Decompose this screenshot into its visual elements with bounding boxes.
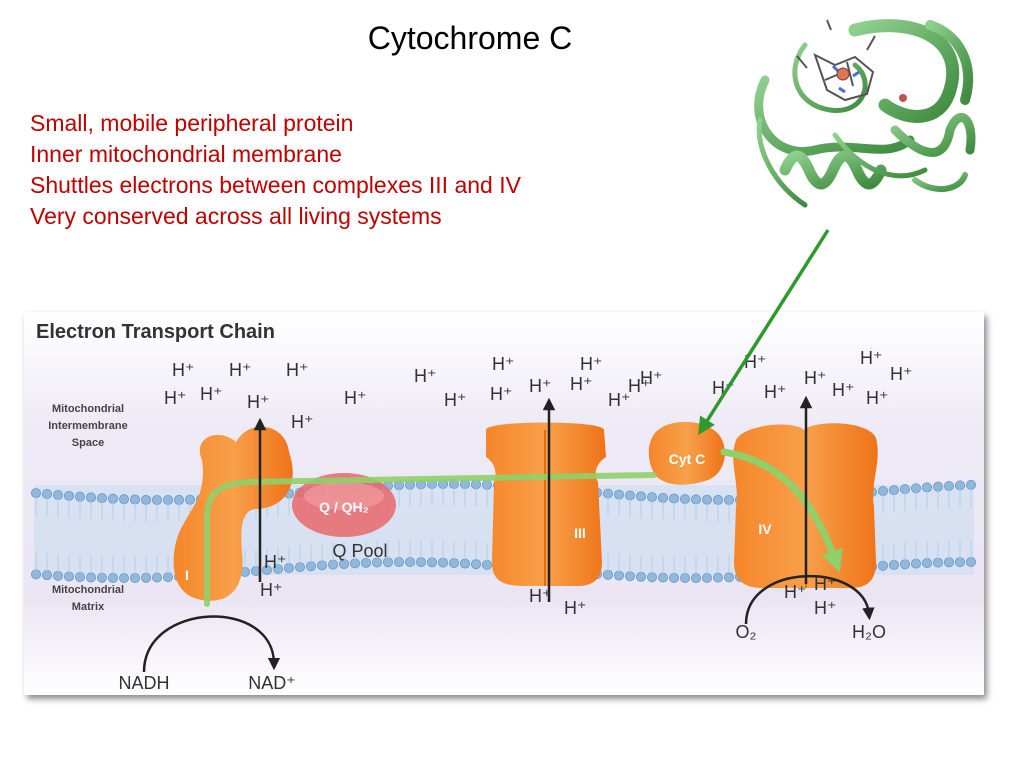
proton-label: H⁺ — [344, 388, 367, 408]
proton-label: H⁺ — [286, 360, 309, 380]
q-pool-label: Q Pool — [332, 541, 387, 561]
proton-label: H⁺ — [444, 390, 467, 410]
intermembrane-label-line2: Intermembrane — [48, 420, 127, 432]
proton-label: H⁺ — [804, 368, 827, 388]
proton-label: H⁺ — [529, 376, 552, 396]
proton-label: H⁺ — [890, 364, 913, 384]
diagram-title: Electron Transport Chain — [36, 321, 275, 343]
h2o-label: H₂O — [852, 622, 886, 642]
bullet-item: Shuttles electrons between complexes III… — [30, 172, 521, 198]
proton-label: H⁺ — [492, 354, 515, 374]
intermembrane-label-line1: Mitochondrial — [52, 403, 124, 415]
nadh-label: NADH — [118, 673, 169, 693]
o2-label: O₂ — [736, 622, 757, 642]
proton-label: H⁺ — [832, 380, 855, 400]
electron-flow-path-to-iv — [720, 448, 843, 573]
proton-label: H⁺ — [860, 348, 883, 368]
proton-label: H⁺ — [164, 388, 187, 408]
proton-labels: H⁺H⁺H⁺H⁺H⁺H⁺H⁺H⁺H⁺H⁺H⁺H⁺H⁺H⁺H⁺H⁺H⁺H⁺H⁺H⁺… — [164, 348, 913, 618]
proton-label: H⁺ — [744, 352, 767, 372]
bullet-item: Inner mitochondrial membrane — [30, 141, 342, 167]
proton-label: H⁺ — [764, 382, 787, 402]
electron-flow-path — [204, 472, 657, 607]
proton-label: H⁺ — [264, 552, 287, 572]
complex-iii-label: III — [574, 525, 586, 541]
proton-label: H⁺ — [712, 378, 735, 398]
proton-label: H⁺ — [608, 390, 631, 410]
cyt-c-label: Cyt C — [669, 451, 706, 467]
complex-i-label: I — [185, 567, 189, 583]
proton-label: H⁺ — [640, 368, 663, 388]
proton-label: H⁺ — [229, 360, 252, 380]
cytochrome-c-structure-image — [754, 19, 976, 208]
proton-label: H⁺ — [570, 374, 593, 394]
oxygen-reaction-arrow — [744, 575, 875, 625]
slide-title: Cytochrome C — [367, 20, 573, 56]
cytochrome-c-protein — [648, 421, 725, 485]
proton-label: H⁺ — [247, 392, 270, 412]
proton-label: H⁺ — [814, 574, 837, 594]
matrix-label-line1: Mitochondrial — [52, 584, 124, 596]
proton-label: H⁺ — [628, 376, 651, 396]
proton-label: H⁺ — [260, 580, 283, 600]
proton-label: H⁺ — [529, 586, 552, 606]
proton-label: H⁺ — [784, 582, 807, 602]
proton-label: H⁺ — [172, 360, 195, 380]
proton-label: H⁺ — [866, 388, 889, 408]
proton-label: H⁺ — [580, 354, 603, 374]
proton-label: H⁺ — [814, 598, 837, 618]
complex-iv-label: IV — [758, 521, 772, 537]
bullet-item: Small, mobile peripheral protein — [30, 110, 354, 136]
proton-label: H⁺ — [291, 412, 314, 432]
proton-label: H⁺ — [200, 384, 223, 404]
proton-label: H⁺ — [414, 366, 437, 386]
proton-label: H⁺ — [564, 598, 587, 618]
intermembrane-label-line3: Space — [72, 437, 104, 449]
q-qh2-label: Q / QH₂ — [319, 499, 369, 515]
nadh-reaction-arrow — [142, 615, 281, 673]
nad-label: NAD⁺ — [248, 673, 296, 693]
bullet-item: Very conserved across all living systems — [30, 203, 442, 229]
bullet-list: Small, mobile peripheral protein Inner m… — [30, 108, 521, 232]
electron-transport-chain-diagram: Electron Transport Chain Mitochondrial I… — [24, 312, 984, 695]
matrix-label-line2: Matrix — [72, 601, 105, 613]
complex-i — [173, 426, 293, 601]
proton-label: H⁺ — [490, 384, 513, 404]
